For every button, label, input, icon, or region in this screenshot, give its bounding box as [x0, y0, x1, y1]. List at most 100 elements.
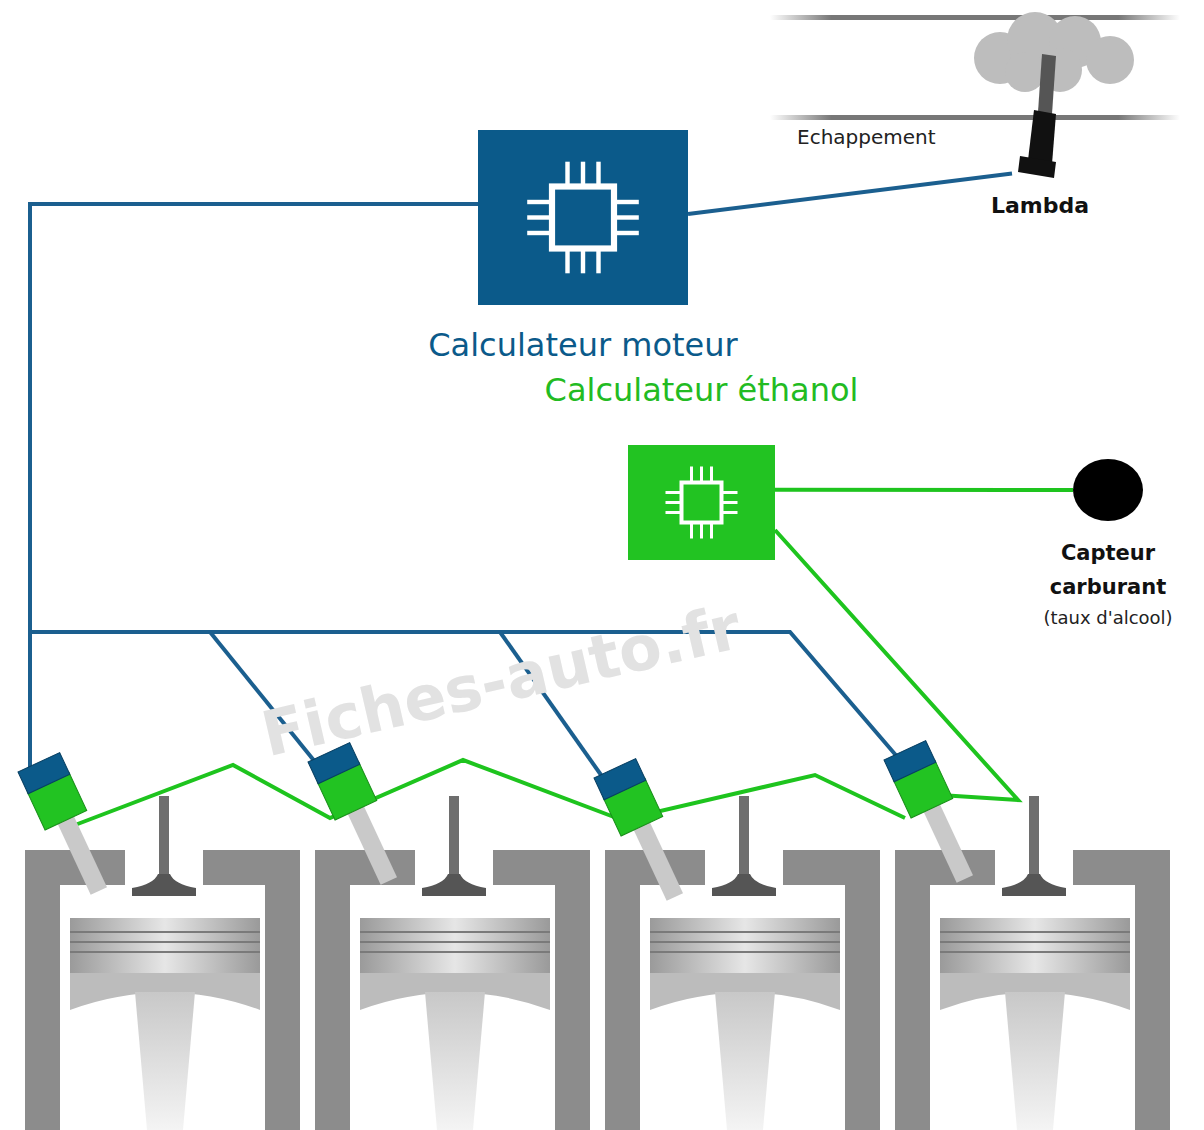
chip-pin	[722, 501, 738, 504]
exhaust-pipe	[770, 15, 1180, 120]
injector-nozzle	[57, 815, 107, 895]
node-subtitle: (taux d'alcool)	[1023, 604, 1193, 633]
watermark: Fiches-auto.fr	[255, 590, 747, 771]
ethanol-wiring	[75, 530, 1018, 825]
node-text-group: Capteur carburant(taux d'alcool)	[1023, 537, 1193, 633]
piston	[650, 918, 840, 973]
node-shape	[1012, 52, 1068, 180]
chip-pin	[710, 467, 713, 483]
engine-ecu: Calculateur moteur	[478, 130, 688, 305]
chip-core	[682, 483, 722, 523]
injector-wiring	[30, 204, 900, 782]
node-shape	[628, 445, 775, 560]
chip-pin	[581, 249, 585, 274]
chip-pin	[666, 501, 682, 504]
piston-ring	[360, 951, 550, 953]
ethanol-wire	[775, 530, 1018, 800]
injector-cap	[18, 753, 70, 794]
injector	[308, 743, 410, 891]
node-title: Capteur carburant	[1023, 537, 1193, 604]
node-text-group: Calculateur éthanol	[545, 365, 859, 416]
piston-ring	[360, 941, 550, 943]
chip-pin	[565, 249, 569, 274]
piston-ring	[650, 931, 840, 933]
piston-ring	[650, 941, 840, 943]
injector-cap	[594, 759, 646, 800]
sensor-probe	[1038, 54, 1056, 114]
piston-ring	[70, 951, 260, 953]
cylinder	[25, 796, 300, 1130]
node-title: Calculateur éthanol	[545, 365, 859, 416]
valve-stem	[739, 796, 749, 876]
piston	[360, 918, 550, 973]
piston-ring	[650, 951, 840, 953]
signal-wire	[688, 174, 1012, 214]
chip-pin	[527, 215, 552, 219]
connecting-rod	[135, 992, 195, 1130]
valve-head	[1002, 874, 1066, 896]
cloud-puff	[1005, 52, 1045, 92]
chip-pin	[690, 523, 693, 539]
valve-stem	[1029, 796, 1039, 876]
chip-pin	[614, 200, 639, 204]
pipe-wall	[770, 115, 1180, 120]
pipe-wall	[770, 15, 1180, 20]
injector-cap	[884, 741, 936, 782]
injector	[594, 759, 696, 907]
chip-pin	[666, 491, 682, 494]
chip-pin	[710, 523, 713, 539]
cylinder	[315, 796, 590, 1130]
piston-ring	[70, 941, 260, 943]
node-text-group: Calculateur moteur	[428, 320, 737, 371]
piston-ring	[940, 951, 1130, 953]
chip-icon	[527, 162, 639, 274]
chip-pin	[527, 231, 552, 235]
valve-head	[422, 874, 486, 896]
chip-pin	[700, 523, 703, 539]
injector	[18, 753, 120, 901]
chip-pin	[666, 511, 682, 514]
piston-ring	[940, 931, 1130, 933]
lambda-sensor: Lambda	[1012, 52, 1068, 180]
fuel-sensor: Capteur carburant(taux d'alcool)	[1073, 459, 1143, 521]
chip-core	[552, 187, 614, 249]
chip-pin	[722, 491, 738, 494]
chip-pin	[700, 467, 703, 483]
chip-pin	[614, 231, 639, 235]
ethanol-ecu: Calculateur éthanol	[628, 445, 775, 560]
chip-pin	[565, 162, 569, 187]
chip-pin	[614, 215, 639, 219]
signal-wire	[775, 488, 1073, 492]
valve-stem	[159, 796, 169, 876]
chip-pin	[596, 249, 600, 274]
connecting-rod	[1005, 992, 1065, 1130]
sensor-body	[1028, 110, 1056, 164]
piston-ring	[940, 941, 1130, 943]
chip-pin	[722, 511, 738, 514]
node-title: Lambda	[991, 188, 1089, 223]
injector	[884, 741, 986, 889]
cloud-puff	[1086, 36, 1134, 84]
valve-head	[132, 874, 196, 896]
ecu-box	[628, 445, 775, 560]
injector-nozzle	[633, 821, 683, 901]
chip-pin	[581, 162, 585, 187]
chip-pin	[690, 467, 693, 483]
chip-icon	[666, 467, 738, 539]
piston	[70, 918, 260, 973]
cylinder	[605, 796, 880, 1130]
cylinder	[895, 796, 1170, 1130]
piston-ring	[360, 931, 550, 933]
connecting-rod	[425, 992, 485, 1130]
connecting-rod	[715, 992, 775, 1130]
chip-pin	[527, 200, 552, 204]
ecu-box	[478, 130, 688, 305]
valve-stem	[449, 796, 459, 876]
node-shape	[478, 130, 688, 305]
node-title: Calculateur moteur	[428, 320, 737, 371]
sensor-dot	[1073, 459, 1143, 521]
piston	[940, 918, 1130, 973]
pipe-label: Echappement	[797, 125, 936, 149]
chip-pin	[596, 162, 600, 187]
node-text-group: Lambda	[991, 188, 1089, 223]
